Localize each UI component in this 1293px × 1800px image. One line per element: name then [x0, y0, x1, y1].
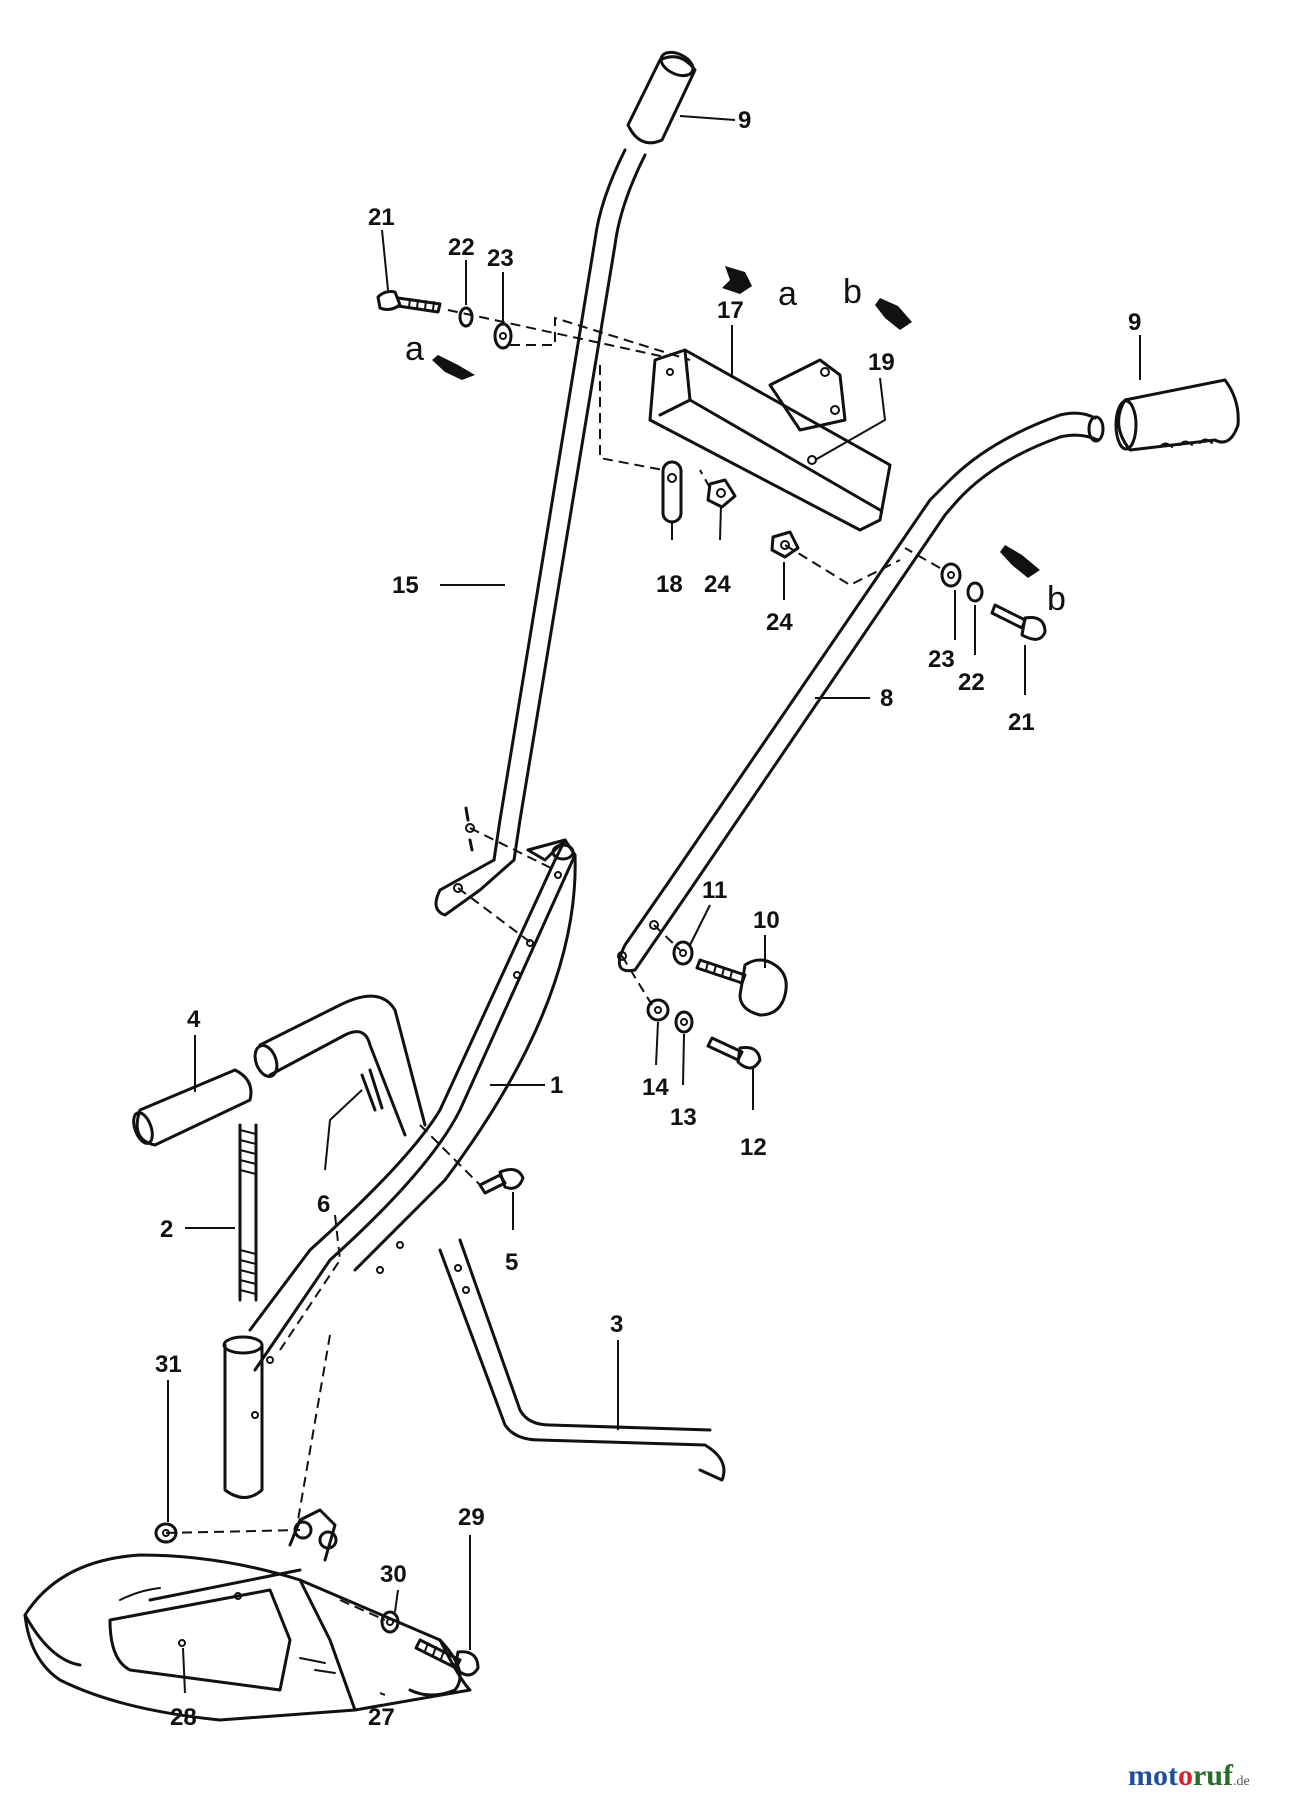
callout-22-right: 22	[958, 669, 985, 696]
callout-24-b: 24	[766, 609, 793, 636]
callout-17: 17	[717, 297, 744, 324]
part-13-lockwasher	[674, 1010, 694, 1034]
callout-2: 2	[160, 1216, 173, 1243]
part-1-frame	[248, 838, 577, 1419]
part-18-pin	[661, 460, 683, 524]
part-15-left-handlebar	[434, 148, 647, 917]
shield-bracket	[288, 1508, 338, 1562]
watermark-part-3: ruf	[1193, 1759, 1234, 1792]
marker-a-left: a	[405, 330, 424, 368]
part-23-washer-right	[940, 562, 962, 588]
assembly-lines	[165, 309, 941, 1621]
part-22-lockwasher-right	[966, 581, 984, 603]
arrow-b-right	[1000, 545, 1040, 578]
part-11-washer	[672, 940, 694, 966]
watermark-part-1: mot	[1128, 1759, 1178, 1792]
marker-a-top: a	[778, 275, 797, 313]
part-sleeve-tube	[222, 1335, 264, 1499]
part-8-right-handlebar	[617, 411, 1105, 973]
callout-13: 13	[670, 1104, 697, 1131]
callout-11: 11	[702, 877, 727, 904]
marker-b-top: b	[843, 273, 862, 311]
part-21-bolt-right	[990, 603, 1047, 641]
connection-letters: a a b b	[405, 273, 1066, 618]
part-10-knob-bolt	[695, 958, 788, 1017]
callout-10: 10	[753, 907, 780, 934]
part-12-bolt	[706, 1036, 762, 1070]
callout-1: 1	[550, 1072, 563, 1099]
callout-4: 4	[187, 1006, 201, 1033]
callout-28: 28	[170, 1704, 197, 1731]
watermark-suffix: .de	[1233, 1774, 1250, 1789]
part-2-threaded-rod	[238, 1123, 258, 1302]
svg-text:motoruf.de: motoruf.de	[1128, 1759, 1250, 1792]
callout-23-left: 23	[487, 245, 514, 272]
callout-27: 27	[368, 1704, 395, 1731]
part-6-clip	[360, 1068, 384, 1112]
part-24-bushing-b	[770, 530, 800, 559]
callout-15: 15	[392, 572, 419, 599]
watermark-part-2: o	[1178, 1759, 1193, 1792]
callout-3: 3	[610, 1311, 623, 1338]
callout-6: 6	[317, 1191, 330, 1218]
part-24-bushing-a	[706, 478, 737, 509]
callout-21-right: 21	[1008, 709, 1035, 736]
part-22-lockwasher-left	[458, 306, 474, 328]
part-21-bolt-left	[376, 290, 442, 314]
callout-23-right: 23	[928, 646, 955, 673]
arrow-a-top	[722, 266, 752, 294]
arrow-a-left	[432, 355, 475, 380]
part-28-liner	[108, 1568, 302, 1692]
callout-19: 19	[868, 349, 895, 376]
leader-lines	[167, 115, 1141, 1696]
part-29-bolt	[414, 1638, 480, 1677]
callout-9-right: 9	[1128, 309, 1141, 336]
callout-22-left: 22	[448, 234, 475, 261]
arrow-b-top	[875, 298, 912, 330]
part-5-bolt	[478, 1168, 525, 1195]
callout-31: 31	[155, 1351, 182, 1378]
part-27-shield	[23, 1553, 472, 1722]
part-9-grip-top	[626, 50, 697, 145]
callout-9-top: 9	[738, 107, 751, 134]
callout-21-left: 21	[368, 204, 395, 231]
part-14-washer	[646, 998, 670, 1022]
callout-8: 8	[880, 685, 893, 712]
part-4-side-handle	[132, 994, 427, 1147]
motoruf-watermark: motoruf.de	[1128, 1759, 1250, 1792]
part-9-grip-right	[1114, 378, 1240, 452]
callout-29: 29	[458, 1504, 485, 1531]
callout-labels: 9 9 21 22 23 17 19 18 24 24 15 23 22 21 …	[155, 107, 1141, 1731]
callout-5: 5	[505, 1249, 518, 1276]
part-3-depth-bar	[438, 1238, 726, 1482]
callout-30: 30	[380, 1561, 407, 1588]
callout-12: 12	[740, 1134, 767, 1161]
part-17-control-box	[648, 348, 892, 532]
part-23-washer-left	[493, 322, 513, 350]
callout-18: 18	[656, 571, 683, 598]
marker-b-right: b	[1047, 580, 1066, 618]
callout-24-a: 24	[704, 571, 731, 598]
callout-14: 14	[642, 1074, 669, 1101]
